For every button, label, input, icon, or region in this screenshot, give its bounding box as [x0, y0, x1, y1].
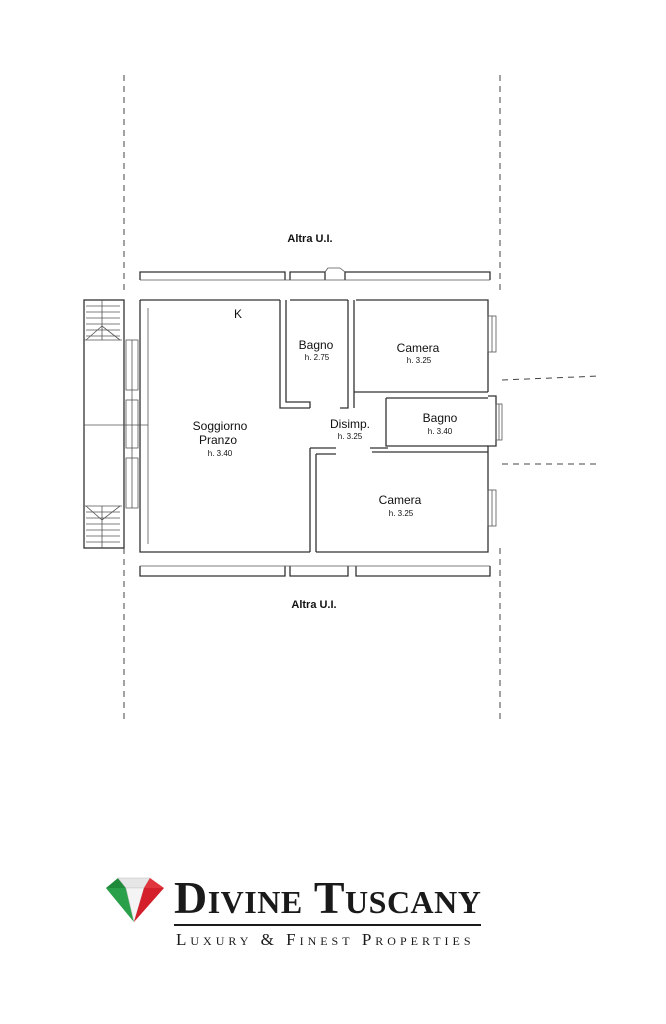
stairs-top — [85, 300, 121, 341]
brand-name: Divine Tuscany — [174, 872, 482, 926]
neighbor-label-top: Altra U.I. — [287, 233, 332, 245]
room-bedroom2-name: Camera — [379, 493, 422, 507]
room-living-height: h. 3.40 — [208, 449, 233, 458]
kitchen-mark: K — [234, 307, 242, 321]
brand-tagline: Luxury & Finest Properties — [176, 930, 475, 949]
room-hall-name: Disimp. — [330, 417, 370, 431]
floor-plan: Altra U.I. Altra U.I. K Soggiorno Pranzo… — [83, 75, 601, 720]
room-bedroom1-name: Camera — [397, 341, 440, 355]
room-bath1-name: Bagno — [299, 338, 334, 352]
top-party-wall — [139, 267, 491, 281]
room-bath2-height: h. 3.40 — [428, 427, 453, 436]
room-bedroom2-height: h. 3.25 — [389, 509, 414, 518]
room-living-name1: Soggiorno — [193, 419, 248, 433]
room-bedroom1-height: h. 3.25 — [407, 356, 432, 365]
room-living-name2: Pranzo — [199, 433, 237, 447]
west-balcony — [83, 299, 148, 549]
gem-red-facet — [144, 878, 164, 888]
interior-walls — [279, 300, 488, 552]
gem-red-facet-lower — [134, 888, 164, 922]
outer-walls — [139, 299, 497, 553]
room-hall-height: h. 3.25 — [338, 432, 363, 441]
room-bath2-name: Bagno — [423, 411, 458, 425]
east-windows — [487, 315, 503, 527]
neighbor-label-bottom: Altra U.I. — [291, 599, 336, 611]
boundary-line-east-top — [501, 375, 601, 381]
stairs-bottom — [85, 505, 121, 548]
bottom-party-wall — [139, 565, 491, 577]
gem-green-facet-lower — [106, 888, 134, 922]
room-bath1-height: h. 2.75 — [305, 353, 330, 362]
diamond-logo-icon — [106, 877, 164, 924]
